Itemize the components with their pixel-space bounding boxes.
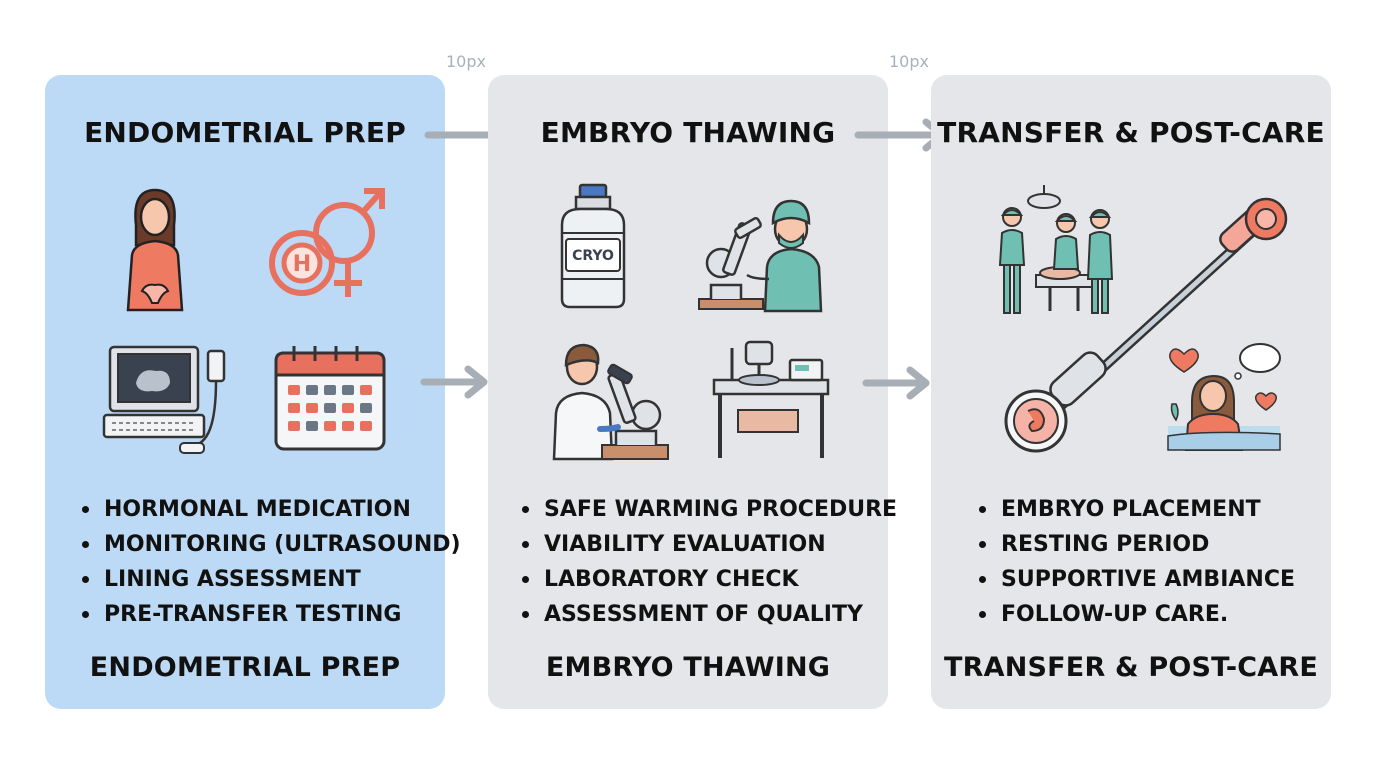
- gap-label-1: 10px: [446, 52, 486, 71]
- list-item: ASSESSMENT OF QUALITY: [522, 597, 897, 632]
- cryo-label: CRYO: [572, 248, 614, 264]
- surgical-team-icon: [998, 185, 1114, 314]
- lab-worker-microscope-icon: [698, 199, 823, 313]
- arrow-right-icon: [420, 365, 488, 399]
- list-item: FOLLOW-UP CARE.: [979, 597, 1295, 632]
- woman-uterus-icon: [126, 188, 184, 312]
- list-item: SUPPORTIVE AMBIANCE: [979, 562, 1295, 597]
- panel-footer-embryo-thawing: EMBRYO THAWING: [545, 652, 831, 683]
- list-item: LINING ASSESSMENT: [82, 562, 461, 597]
- list-item: LABORATORY CHECK: [522, 562, 897, 597]
- lab-bench-equipment-icon: [712, 340, 830, 458]
- transfer-catheter-icon: [1004, 197, 1288, 453]
- panel-transfer-post-care: [931, 75, 1331, 709]
- list-item: EMBRYO PLACEMENT: [979, 492, 1295, 527]
- list-item: SAFE WARMING PROCEDURE: [522, 492, 897, 527]
- resting-patient-icon: [1167, 343, 1281, 451]
- panel-footer-endometrial-prep: ENDOMETRIAL PREP: [89, 652, 401, 683]
- arrow-right-icon: [862, 366, 930, 400]
- list-item: HORMONAL MEDICATION: [82, 492, 461, 527]
- svg-text:H: H: [293, 252, 311, 277]
- cryo-tank-icon: CRYO: [560, 183, 626, 309]
- list-item: MONITORING (ULTRASOUND): [82, 527, 461, 562]
- hormone-gender-symbol-icon: H: [269, 188, 385, 297]
- list-item: VIABILITY EVALUATION: [522, 527, 897, 562]
- list-item: RESTING PERIOD: [979, 527, 1295, 562]
- bullet-list-endometrial-prep: HORMONAL MEDICATION MONITORING (ULTRASOU…: [82, 492, 461, 632]
- bullet-list-embryo-thawing: SAFE WARMING PROCEDURE VIABILITY EVALUAT…: [522, 492, 897, 632]
- bullet-list-transfer-post-care: EMBRYO PLACEMENT RESTING PERIOD SUPPORTI…: [979, 492, 1295, 632]
- gap-label-2: 10px: [889, 52, 929, 71]
- panel-footer-transfer-post-care: TRANSFER & POST-CARE: [944, 652, 1318, 683]
- panel-title-embryo-thawing: EMBRYO THAWING: [540, 116, 836, 149]
- scientist-microscope-icon: [552, 343, 669, 461]
- calendar-icon: [274, 346, 386, 451]
- list-item: PRE-TRANSFER TESTING: [82, 597, 461, 632]
- panel-title-endometrial-prep: ENDOMETRIAL PREP: [84, 116, 406, 149]
- ultrasound-machine-icon: [102, 345, 226, 454]
- panel-title-transfer-post-care: TRANSFER & POST-CARE: [937, 116, 1325, 149]
